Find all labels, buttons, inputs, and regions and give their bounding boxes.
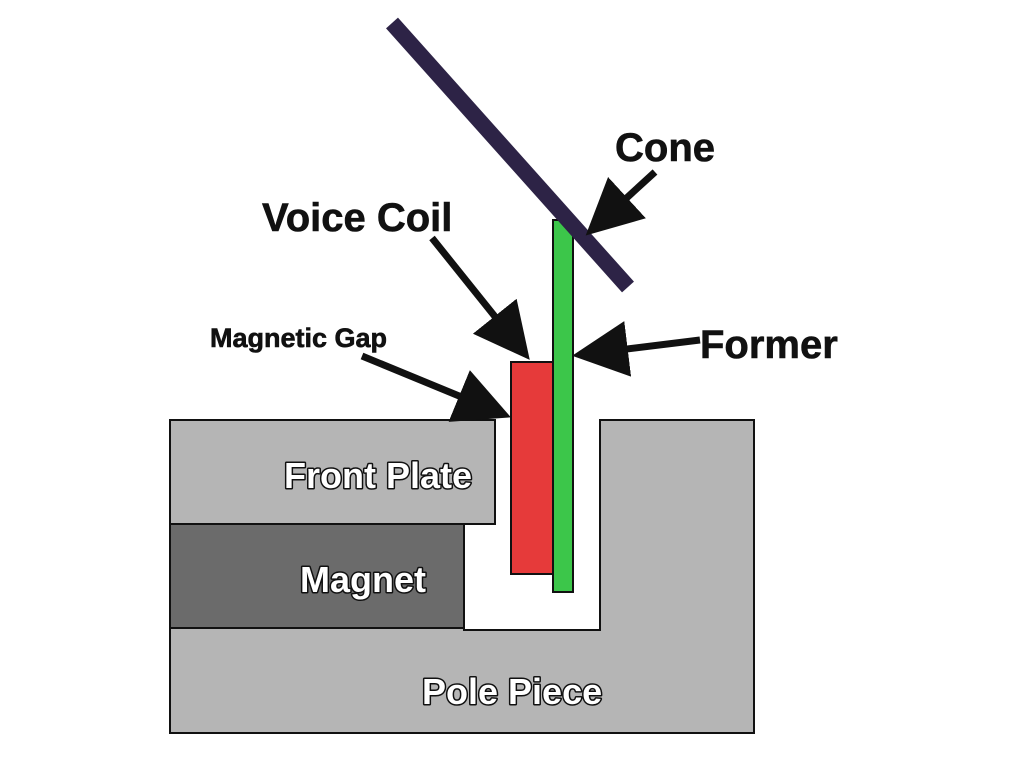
voice-coil-label: Voice Coil	[262, 196, 452, 240]
cone-arrow	[585, 169, 658, 236]
cone-label: Cone	[615, 126, 715, 170]
former-arrow	[572, 321, 701, 377]
voice-coil	[510, 361, 554, 575]
magnet-label: Magnet	[300, 559, 426, 600]
magnetic-gap-label: Magnetic Gap	[210, 323, 387, 353]
magnetic-gap-arrow	[360, 352, 511, 422]
voice-coil-arrow	[429, 235, 530, 360]
cone	[386, 17, 634, 293]
former-label: Former	[700, 323, 838, 367]
pole-piece-label: Pole Piece	[422, 671, 602, 712]
front-plate-label: Front Plate	[284, 455, 472, 496]
former	[552, 219, 574, 593]
